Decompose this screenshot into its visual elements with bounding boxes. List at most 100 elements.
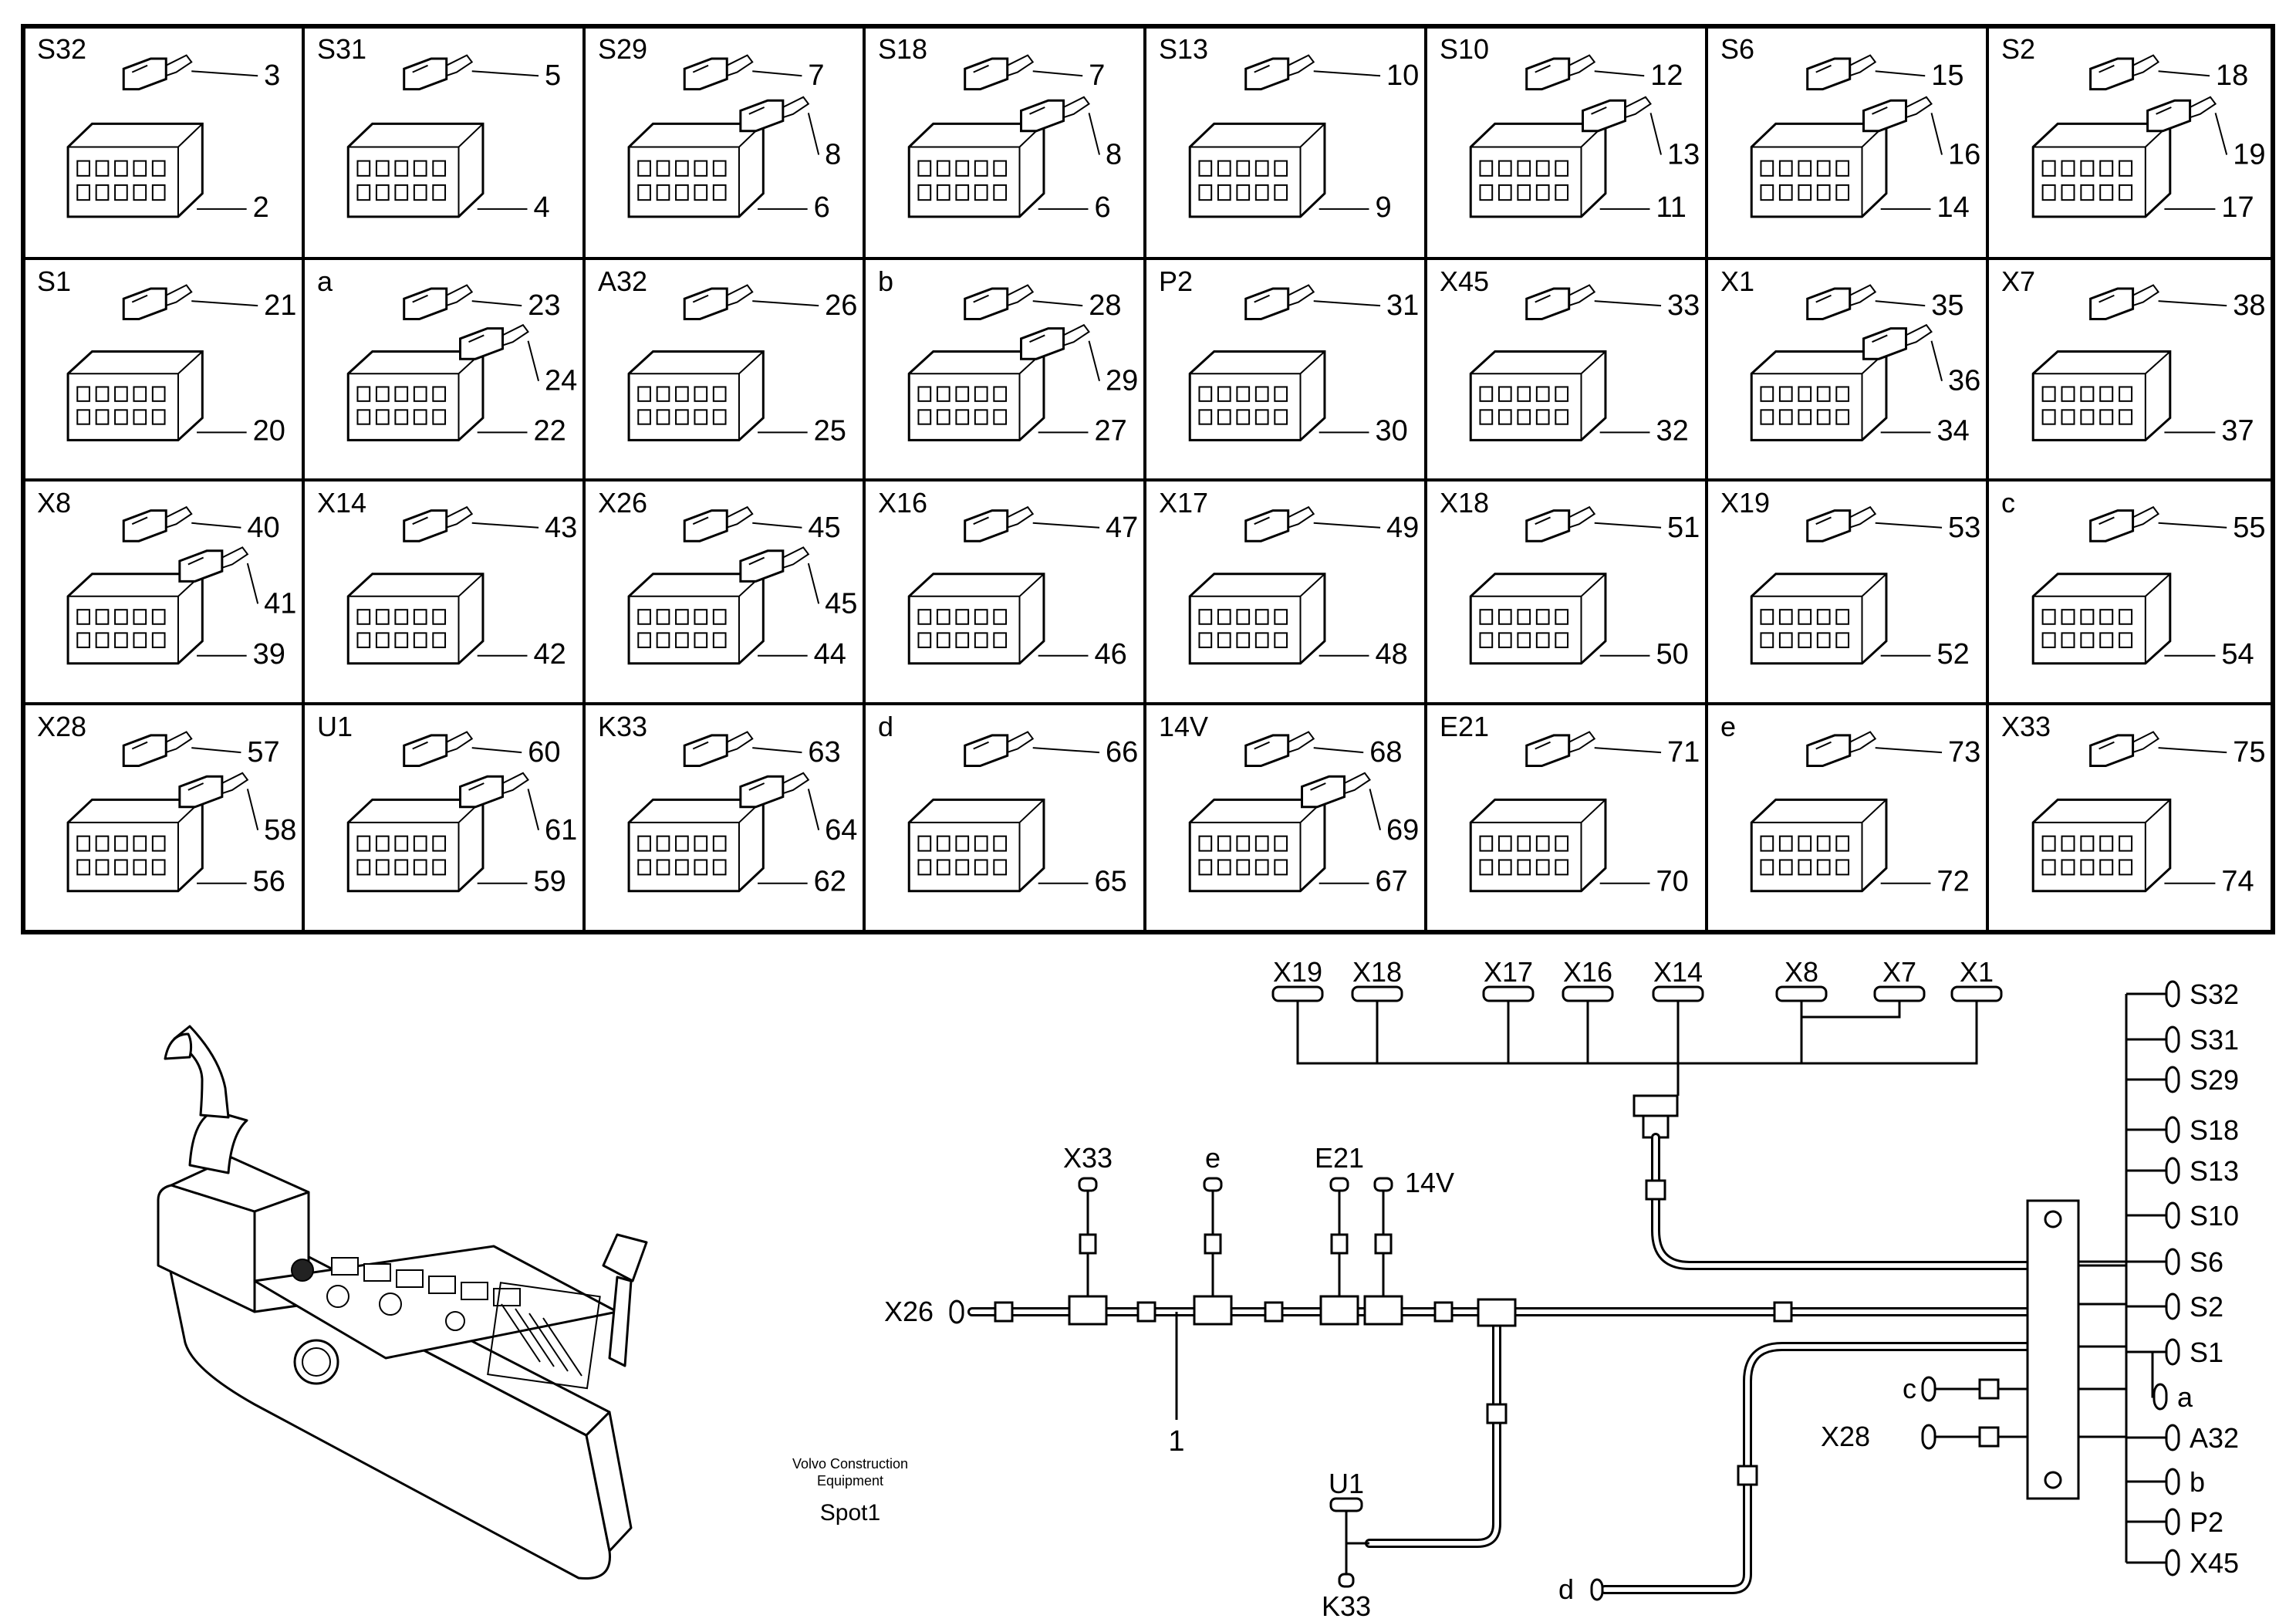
leader-line bbox=[1875, 300, 1926, 307]
pin-cavity bbox=[656, 160, 670, 177]
right-connector-label: S32 bbox=[2190, 978, 2239, 1010]
pin-cavity bbox=[76, 409, 90, 425]
terminal-crimp bbox=[1288, 284, 1315, 306]
part-number: 4 bbox=[533, 191, 549, 224]
terminal-crimp bbox=[1344, 772, 1371, 795]
pin-cavity bbox=[1778, 859, 1793, 876]
terminal-crimp bbox=[782, 772, 810, 795]
terminal-body bbox=[459, 327, 505, 360]
leader-line bbox=[1088, 340, 1101, 381]
terminal-slot bbox=[187, 782, 204, 791]
terminal-body bbox=[1525, 509, 1571, 542]
panel-knob bbox=[379, 1293, 402, 1316]
pin-cavity bbox=[375, 859, 390, 876]
terminal-slot bbox=[2098, 64, 2115, 73]
pin-cavity bbox=[917, 859, 932, 876]
pin-cavity bbox=[151, 386, 166, 402]
part-number: 60 bbox=[528, 736, 560, 769]
pin-cavity bbox=[1497, 835, 1512, 852]
terminal-crimp bbox=[1288, 505, 1315, 529]
pin-cavity bbox=[114, 859, 128, 876]
pin-cavity bbox=[76, 835, 90, 852]
connector-code: S18 bbox=[878, 33, 927, 65]
spot-label: Spot1 bbox=[820, 1500, 880, 1526]
pin-cavity bbox=[1535, 409, 1550, 425]
pin-cavity bbox=[1236, 609, 1251, 625]
pin-cavity bbox=[917, 632, 932, 648]
pin-cavity bbox=[694, 835, 708, 852]
part-number: 51 bbox=[1667, 512, 1700, 544]
pin-cavity bbox=[1236, 859, 1251, 876]
side-connector-plug bbox=[1921, 1376, 1936, 1402]
housing-body bbox=[627, 573, 765, 665]
pin-cavity bbox=[1555, 386, 1569, 402]
top-connector-plug bbox=[1562, 985, 1614, 1002]
top-connector-label: X14 bbox=[1653, 956, 1703, 988]
housing-edge bbox=[1470, 350, 1606, 441]
top-connector-plug bbox=[1351, 985, 1403, 1002]
pin-cavity bbox=[993, 835, 1008, 852]
housing-body bbox=[1188, 350, 1326, 441]
pin-cavity bbox=[1254, 184, 1269, 201]
pin-cavity bbox=[413, 632, 427, 648]
terminal-body bbox=[739, 99, 785, 133]
pin-cavity bbox=[114, 409, 128, 425]
terminal-slot bbox=[2156, 106, 2172, 115]
right-connector-label: S1 bbox=[2190, 1336, 2223, 1368]
cable-sleeve bbox=[1486, 1403, 1508, 1424]
right-connector-plug bbox=[2165, 980, 2180, 1008]
housing-edge bbox=[629, 350, 764, 441]
terminal-body bbox=[1582, 99, 1627, 133]
terminal-slot bbox=[1029, 334, 1045, 343]
pin-cavity bbox=[95, 835, 110, 852]
housing-edge bbox=[1190, 123, 1325, 217]
pin-cavity bbox=[712, 409, 727, 425]
pin-cavity bbox=[356, 632, 371, 648]
mount-hole bbox=[2044, 1210, 2062, 1228]
top-connector-plug bbox=[1271, 985, 1324, 1002]
lever-bank-slot bbox=[515, 1308, 555, 1367]
part-number: 50 bbox=[1656, 638, 1688, 671]
housing-body bbox=[627, 798, 765, 893]
pin-cavity bbox=[1816, 409, 1831, 425]
pin-cavity bbox=[917, 184, 932, 201]
pin-cavity bbox=[955, 835, 970, 852]
terminal-crimp bbox=[1849, 505, 1877, 529]
pin-cavity bbox=[1517, 409, 1531, 425]
pin-cavity bbox=[95, 160, 110, 177]
housing-body bbox=[66, 798, 204, 893]
pin-cavity bbox=[694, 184, 708, 201]
right-connector-plug bbox=[2165, 1248, 2180, 1276]
terminal-slot bbox=[131, 64, 148, 73]
pin-cavity bbox=[2099, 632, 2114, 648]
pin-cavity bbox=[1198, 835, 1213, 852]
pin-cavity bbox=[955, 409, 970, 425]
leader-line bbox=[471, 300, 522, 307]
leader-line bbox=[1313, 747, 1364, 754]
terminal-body bbox=[403, 287, 448, 321]
pin-cavity bbox=[432, 386, 447, 402]
part-number: 13 bbox=[1667, 139, 1700, 171]
terminal-slot bbox=[973, 741, 989, 750]
leader-line bbox=[2158, 522, 2227, 529]
pin-cavity bbox=[712, 632, 727, 648]
part-number: 26 bbox=[825, 289, 857, 322]
pin-cavity bbox=[1217, 835, 1231, 852]
right-connector-label: S10 bbox=[2190, 1200, 2239, 1232]
part-number: 57 bbox=[247, 736, 279, 769]
part-number: 70 bbox=[1656, 866, 1688, 898]
leader-line bbox=[2158, 70, 2210, 77]
terminal-crimp bbox=[446, 505, 474, 529]
terminal-crimp bbox=[2132, 505, 2160, 529]
part-number: 7 bbox=[808, 59, 824, 92]
part-number: 47 bbox=[1106, 512, 1138, 544]
pin-cavity bbox=[1535, 835, 1550, 852]
pin-cavity bbox=[1835, 859, 1850, 876]
pin-cavity bbox=[936, 632, 950, 648]
